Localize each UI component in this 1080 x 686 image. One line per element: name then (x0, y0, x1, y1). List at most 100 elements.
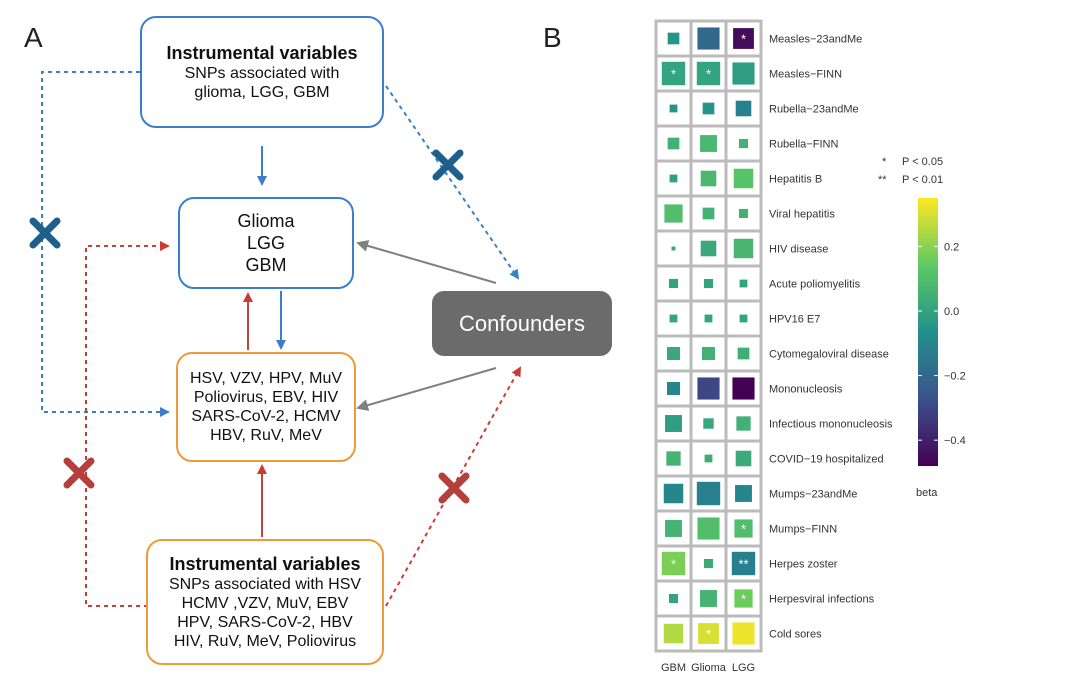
heatmap-cell (732, 622, 755, 645)
heatmap-cell (669, 174, 678, 183)
column-label: LGG (732, 662, 755, 674)
colorbar-title: beta (916, 487, 938, 499)
row-label: Mumps−23andMe (769, 489, 857, 501)
row-label: Viral hepatitis (769, 209, 835, 221)
significance-mark: * (706, 627, 711, 642)
instrument-box-virus: Instrumental variables SNPs associated w… (146, 539, 384, 665)
heatmap-cell (704, 314, 713, 323)
virus-line: HSV, VZV, HPV, MuV (189, 370, 343, 387)
heatmap-cell (704, 454, 713, 463)
row-label: COVID−19 hospitalized (769, 454, 884, 466)
heatmap-cell (735, 450, 752, 467)
significance-legend: * P < 0.05 ** P < 0.01 (878, 156, 962, 189)
row-label: Hepatitis B (769, 174, 822, 186)
heatmap-cell (669, 314, 678, 323)
row-label: Rubella−23andMe (769, 104, 859, 116)
outcome-line: Glioma (237, 211, 295, 231)
heatmap-cell (703, 558, 714, 569)
heatmap-cell (702, 347, 715, 360)
cross-icon (438, 472, 470, 504)
heatmap-cell (737, 347, 750, 360)
heatmap-cell (665, 415, 682, 432)
heatmap-cell (700, 170, 717, 187)
colorbar (918, 198, 938, 466)
heatmap-cell (733, 238, 754, 259)
heatmap-cell (738, 138, 749, 149)
heatmap-cell (663, 623, 684, 644)
colorbar-tick-label: −0.4 (944, 435, 966, 447)
dashed-iv2-to-outcome (85, 241, 170, 607)
row-label: Infectious mononucleosis (769, 419, 893, 431)
heatmap-cell (696, 61, 721, 86)
heatmap-cell (739, 279, 748, 288)
heatmap-cell (736, 416, 751, 431)
instrument-line: HPV, SARS-CoV-2, HBV (177, 614, 353, 631)
cross-icon (29, 217, 61, 249)
heatmap-cell (703, 418, 714, 429)
colorbar-tick-label: 0.0 (944, 306, 959, 318)
heatmap-cell (661, 61, 686, 86)
row-label: Rubella−FINN (769, 139, 838, 151)
arrow-confounder-to-virus (356, 367, 497, 411)
heatmap-cell (667, 32, 680, 45)
row-label: Mononucleosis (769, 384, 843, 396)
row-label: HIV disease (769, 244, 828, 256)
heatmap-cell (735, 485, 752, 502)
significance-mark: * (741, 522, 746, 537)
row-label: Measles−FINN (769, 69, 842, 81)
heatmap-cell (735, 100, 752, 117)
outcome-line: LGG (246, 233, 285, 253)
heatmap-cell (700, 590, 717, 607)
instrument-title: Instrumental variables (166, 43, 358, 63)
significance-mark: * (671, 557, 676, 572)
heatmap-cell (738, 208, 749, 219)
heatmap-cell (732, 62, 755, 85)
row-label: Cold sores (769, 629, 822, 641)
column-label: Glioma (691, 662, 727, 674)
dashed-iv-to-confounders (385, 85, 520, 280)
row-label: Mumps−FINN (769, 524, 837, 536)
instrument-line: SNPs associated with HSV (168, 576, 362, 593)
row-label: Acute poliomyelitis (769, 279, 861, 291)
heatmap-cell (663, 483, 684, 504)
heatmap-cell (732, 377, 755, 400)
significance-mark: * (671, 67, 676, 82)
sig-symbol: * (882, 156, 887, 168)
heatmap-cell (668, 278, 679, 289)
confounders-box: Confounders (432, 291, 612, 356)
heatmap-cell (668, 593, 679, 604)
heatmap-cell (700, 135, 717, 152)
row-label: Cytomegaloviral disease (769, 349, 889, 361)
heatmap-cell (734, 519, 753, 538)
heatmap-cell (696, 481, 721, 506)
virus-exposure-box: HSV, VZV, HPV, MuV Poliovirus, EBV, HIV … (176, 352, 356, 462)
significance-mark: * (741, 32, 746, 47)
heatmap-cell (669, 104, 678, 113)
virus-line: HBV, RuV, MeV (210, 427, 322, 444)
heatmap-cell (697, 377, 720, 400)
heatmap-cell (734, 589, 753, 608)
heatmap-cell (664, 204, 683, 223)
panel-a-label: A (24, 22, 43, 53)
virus-line: Poliovirus, EBV, HIV (193, 389, 339, 406)
panel-b-label: B (543, 22, 562, 53)
column-label: GBM (661, 662, 686, 674)
outcome-box: Glioma LGG GBM (178, 197, 354, 289)
heatmap-cell (667, 137, 680, 150)
heatmap-cell (733, 168, 754, 189)
instrument-title: Instrumental variables (169, 554, 361, 574)
heatmap-cell (667, 347, 680, 360)
instrument-line: glioma, LGG, GBM (194, 84, 330, 101)
dashed-iv-to-virus (41, 71, 170, 417)
significance-mark: * (741, 592, 746, 607)
heatmap-cell (661, 551, 686, 576)
heatmap-cell (667, 382, 680, 395)
significance-mark: ** (738, 557, 748, 572)
heatmap-cell (671, 246, 676, 251)
sig-text: P < 0.05 (902, 156, 944, 168)
significance-mark: * (706, 67, 711, 82)
cross-icon (432, 149, 464, 181)
heatmap-cell (666, 451, 681, 466)
row-label: Herpes zoster (769, 559, 838, 571)
